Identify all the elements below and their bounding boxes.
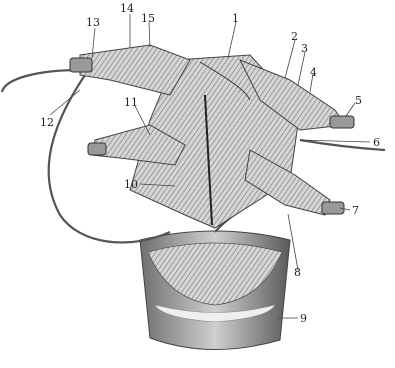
label-3: 3 (301, 42, 308, 55)
label-1: 1 (232, 12, 239, 25)
label-11: 11 (124, 96, 138, 109)
collection-bowl (140, 231, 290, 350)
label-15: 15 (141, 12, 155, 25)
upper-left-arm (70, 45, 190, 95)
label-6: 6 (373, 136, 380, 149)
label-7: 7 (352, 204, 359, 217)
label-4: 4 (310, 66, 317, 79)
label-5: 5 (355, 94, 362, 107)
label-14: 14 (120, 2, 134, 15)
label-10: 10 (124, 178, 138, 191)
label-8: 8 (294, 266, 301, 279)
label-13: 13 (86, 16, 100, 29)
label-9: 9 (300, 312, 307, 325)
lower-right-arm (245, 150, 344, 215)
label-2: 2 (291, 30, 298, 43)
label-12: 12 (40, 116, 54, 129)
